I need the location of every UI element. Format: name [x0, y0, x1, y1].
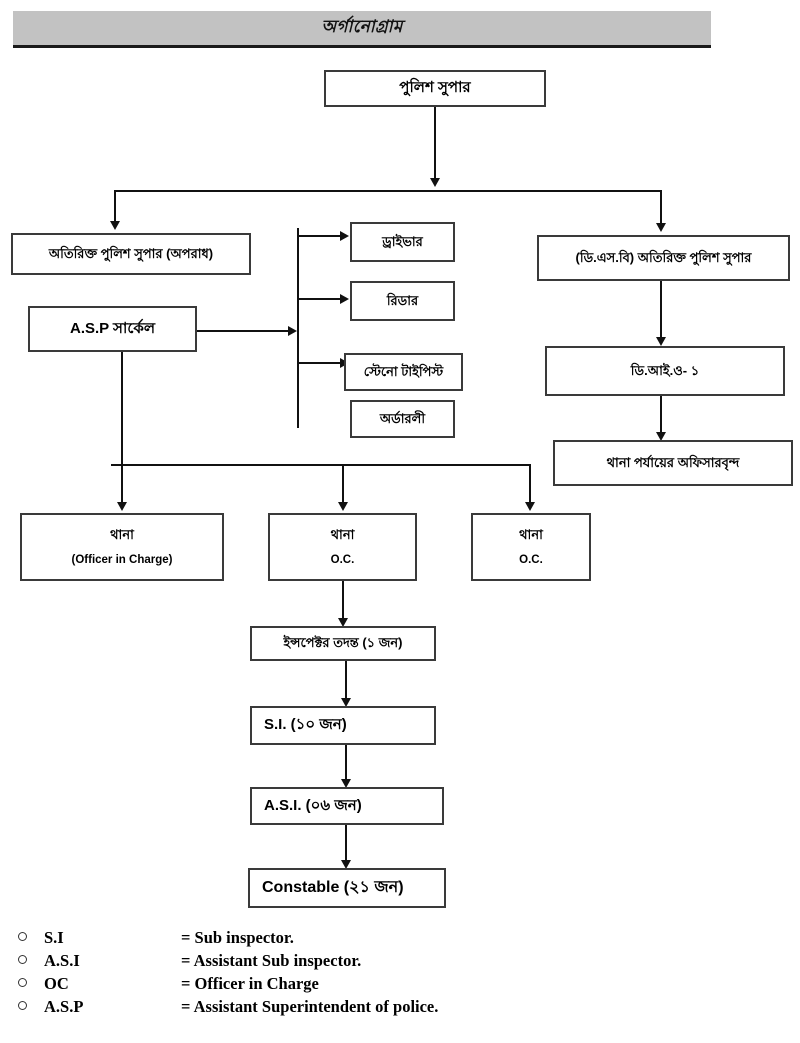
node-driver: ড্রাইভার	[350, 222, 455, 262]
circle-outline-bullet-icon	[18, 932, 44, 944]
node-label: অর্ডারলী	[379, 410, 426, 426]
node-label: A.S.P সার্কেল	[69, 319, 156, 337]
arrowhead-staff-1	[340, 231, 349, 241]
connector-si-to-asi	[345, 745, 347, 783]
node-label: পুলিশ সুপার	[399, 79, 471, 97]
arrowhead-inspector-to-si	[341, 698, 351, 707]
connector-thana-2-drop	[342, 464, 344, 504]
page-banner: অর্গানোগ্রাম	[13, 11, 711, 48]
legend-abbr: OC	[44, 974, 69, 993]
node-label: রিডার	[386, 292, 419, 308]
arrowhead-thana-1	[117, 502, 127, 511]
node-asi: A.S.I. (০৬ জন)	[250, 787, 444, 825]
arrowhead-dsb-to-dio	[656, 337, 666, 346]
legend-item: S.I = Sub inspector.	[18, 928, 658, 951]
legend-item: A.S.P = Assistant Superintendent of poli…	[18, 997, 658, 1020]
connector-asi-to-constable	[345, 825, 347, 864]
node-reader: রিডার	[350, 281, 455, 321]
legend-definition: = Assistant Sub inspector.	[181, 951, 362, 970]
connector-thana-1-drop	[121, 464, 123, 504]
legend-abbr: S.I	[44, 928, 64, 947]
arrowhead-staff-2	[340, 294, 349, 304]
node-thana-3: থানা O.C.	[471, 513, 591, 581]
node-label: Constable (২১ জন)	[262, 879, 404, 896]
node-thana-2: থানা O.C.	[268, 513, 417, 581]
arrowhead-thana-3	[525, 502, 535, 511]
node-sublabel: (Officer in Charge)	[71, 553, 173, 566]
node-label: থানা	[330, 526, 355, 542]
node-label: থানা	[110, 526, 134, 542]
node-label: (ডি.এস.বি) অতিরিক্ত পুলিশ সুপার	[575, 249, 752, 265]
arrowhead-asi-to-constable	[341, 860, 351, 869]
node-sublabel: O.C.	[330, 553, 355, 566]
node-police-super: পুলিশ সুপার	[324, 70, 546, 107]
arrowhead-top-down	[430, 178, 440, 187]
connector-dio-to-thana-officers	[660, 396, 662, 435]
arrowhead-dio-to-thana-officers	[656, 432, 666, 441]
node-thana-1: থানা (Officer in Charge)	[20, 513, 224, 581]
node-thana-level-officers: থানা পর্যায়ের অফিসারবৃন্দ	[553, 440, 793, 486]
connector-bus-level2	[114, 190, 662, 192]
node-additional-sp-crime: অতিরিক্ত পুলিশ সুপার (অপরাধ)	[11, 233, 251, 275]
circle-outline-bullet-icon	[18, 955, 44, 967]
node-label: ইন্সপেক্টর তদন্ত (১ জন)	[283, 635, 403, 651]
connector-thana-3-drop	[529, 464, 531, 504]
connector-inspector-to-si	[345, 661, 347, 702]
node-label: থানা	[519, 526, 543, 542]
node-label: অতিরিক্ত পুলিশ সুপার (অপরাধ)	[48, 245, 214, 261]
node-label: S.I. (১০ জন)	[264, 716, 347, 734]
circle-outline-bullet-icon	[18, 978, 44, 990]
connector-staff-3	[297, 362, 341, 364]
arrowhead-level2-right	[656, 223, 666, 232]
node-si: S.I. (১০ জন)	[250, 706, 436, 745]
connector-staff-1	[297, 235, 341, 237]
node-constable: Constable (২১ জন)	[248, 868, 446, 908]
connector-top-down	[434, 107, 436, 180]
arrowhead-asp-to-staffbus	[288, 326, 297, 336]
legend-item: A.S.I = Assistant Sub inspector.	[18, 951, 658, 974]
node-label: A.S.I. (০৬ জন)	[264, 796, 362, 814]
connector-asp-to-staffbus	[197, 330, 289, 332]
connector-bus-right-drop	[660, 190, 662, 225]
legend-abbr: A.S.I	[44, 951, 80, 970]
connector-staff-bus	[297, 228, 299, 428]
legend-item: OC = Officer in Charge	[18, 974, 658, 997]
connector-bus-thana	[111, 464, 531, 466]
arrowhead-thana-2	[338, 502, 348, 511]
node-orderly: অর্ডারলী	[350, 400, 455, 438]
node-inspector-investigation: ইন্সপেক্টর তদন্ত (১ জন)	[250, 626, 436, 661]
circle-outline-bullet-icon	[18, 1001, 44, 1013]
connector-bus-left-drop	[114, 190, 116, 223]
connector-thana-to-inspector	[342, 581, 344, 621]
node-asp-circle: A.S.P সার্কেল	[28, 306, 197, 352]
legend-abbr: A.S.P	[44, 997, 84, 1016]
connector-staff-2	[297, 298, 341, 300]
arrowhead-thana-to-inspector	[338, 618, 348, 627]
node-label: ডি.আই.ও- ১	[630, 362, 700, 378]
node-steno-typist: স্টেনো টাইপিস্ট	[344, 353, 463, 391]
legend-definition: = Officer in Charge	[181, 974, 319, 993]
node-label: থানা পর্যায়ের অফিসারবৃন্দ	[606, 454, 740, 470]
connector-dsb-to-dio	[660, 281, 662, 339]
page-title: অর্গানোগ্রাম	[321, 17, 403, 36]
node-dio-1: ডি.আই.ও- ১	[545, 346, 785, 396]
connector-asp-down	[121, 352, 123, 464]
arrowhead-level2-left	[110, 221, 120, 230]
node-sublabel: O.C.	[519, 553, 543, 566]
node-additional-sp-dsb: (ডি.এস.বি) অতিরিক্ত পুলিশ সুপার	[537, 235, 790, 281]
legend: S.I = Sub inspector. A.S.I = Assistant S…	[18, 928, 658, 1020]
legend-definition: = Sub inspector.	[181, 928, 294, 947]
arrowhead-si-to-asi	[341, 779, 351, 788]
node-label: ড্রাইভার	[382, 233, 423, 249]
legend-definition: = Assistant Superintendent of police.	[181, 997, 439, 1016]
node-label: স্টেনো টাইপিস্ট	[363, 363, 444, 379]
